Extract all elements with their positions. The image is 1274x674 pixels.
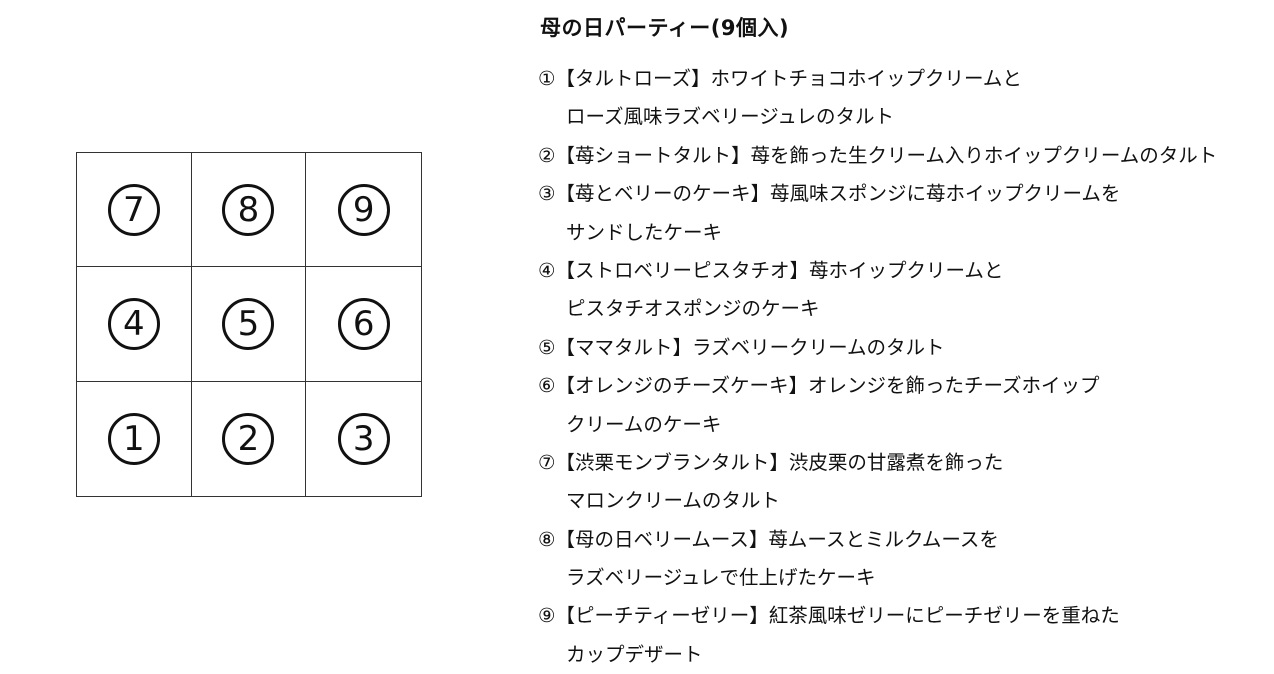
page-title: 母の日パーティー(9個入) (540, 16, 790, 40)
list-item: ⑥【オレンジのチーズケーキ】オレンジを飾ったチーズホイップ クリームのケーキ (538, 367, 1217, 444)
item-line: ②【苺ショートタルト】苺を飾った生クリーム入りホイップクリームのタルト (538, 143, 1218, 167)
item-line: ④【ストロベリーピスタチオ】苺ホイップクリームと (538, 258, 1004, 282)
list-item: ⑧【母の日ベリームース】苺ムースとミルクムースを ラズベリージュレで仕上げたケー… (538, 521, 1217, 598)
grid-cell: 3 (306, 382, 421, 496)
position-number: 7 (107, 183, 160, 236)
arrangement-grid: 7 8 9 4 5 6 1 2 3 (76, 152, 422, 497)
grid-cell: 4 (77, 267, 192, 382)
item-line: ラズベリージュレで仕上げたケーキ (566, 566, 876, 590)
grid-cell: 1 (77, 381, 192, 496)
list-item: ②【苺ショートタルト】苺を飾った生クリーム入りホイップクリームのタルト (538, 137, 1217, 175)
position-number: 2 (222, 412, 275, 465)
item-line: ⑨【ピーチティーゼリー】紅茶風味ゼリーにピーチゼリーを重ねた (538, 604, 1120, 628)
item-line: ③【苺とベリーのケーキ】苺風味スポンジに苺ホイップクリームを (538, 182, 1121, 206)
list-item: ③【苺とベリーのケーキ】苺風味スポンジに苺ホイップクリームを サンドしたケーキ (538, 175, 1217, 252)
position-number: 8 (222, 183, 275, 236)
item-line: ピスタチオスポンジのケーキ (566, 297, 820, 321)
position-number: 4 (107, 297, 160, 350)
position-number: 3 (337, 412, 390, 465)
item-line: ①【タルトローズ】ホワイトチョコホイップクリームと (538, 67, 1022, 90)
item-line: ⑦【渋栗モンブランタルト】渋皮栗の甘露煮を飾った (538, 450, 1004, 474)
item-line: マロンクリームのタルト (566, 489, 780, 513)
list-item: ⑨【ピーチティーゼリー】紅茶風味ゼリーにピーチゼリーを重ねた カップデザート (538, 597, 1217, 674)
item-line: クリームのケーキ (566, 412, 722, 436)
item-line: ⑤【ママタルト】ラズベリークリームのタルト (538, 335, 945, 359)
position-number: 5 (222, 297, 275, 350)
position-number: 1 (107, 412, 160, 465)
item-line: ⑥【オレンジのチーズケーキ】オレンジを飾ったチーズホイップ (538, 374, 1100, 398)
position-number: 6 (337, 297, 390, 350)
grid-cell: 9 (306, 153, 421, 268)
item-line: ローズ風味ラズベリージュレのタルト (566, 105, 894, 129)
item-line: サンドしたケーキ (566, 220, 723, 244)
item-line: ⑧【母の日ベリームース】苺ムースとミルクムースを (538, 527, 999, 551)
item-line: カップデザート (566, 642, 703, 666)
grid-cell: 8 (191, 153, 307, 268)
list-item: ④【ストロベリーピスタチオ】苺ホイップクリームと ピスタチオスポンジのケーキ (538, 252, 1217, 329)
list-item: ⑤【ママタルト】ラズベリークリームのタルト (538, 329, 1217, 367)
list-item: ①【タルトローズ】ホワイトチョコホイップクリームと ローズ風味ラズベリージュレの… (538, 60, 1217, 137)
list-item: ⑦【渋栗モンブランタルト】渋皮栗の甘露煮を飾った マロンクリームのタルト (538, 444, 1217, 521)
grid-cell: 7 (77, 153, 192, 268)
item-list: ①【タルトローズ】ホワイトチョコホイップクリームと ローズ風味ラズベリージュレの… (538, 60, 1217, 674)
grid-cell: 5 (191, 267, 307, 382)
grid-cell: 2 (192, 381, 307, 496)
position-number: 9 (337, 183, 390, 236)
grid-cell: 6 (306, 267, 421, 382)
